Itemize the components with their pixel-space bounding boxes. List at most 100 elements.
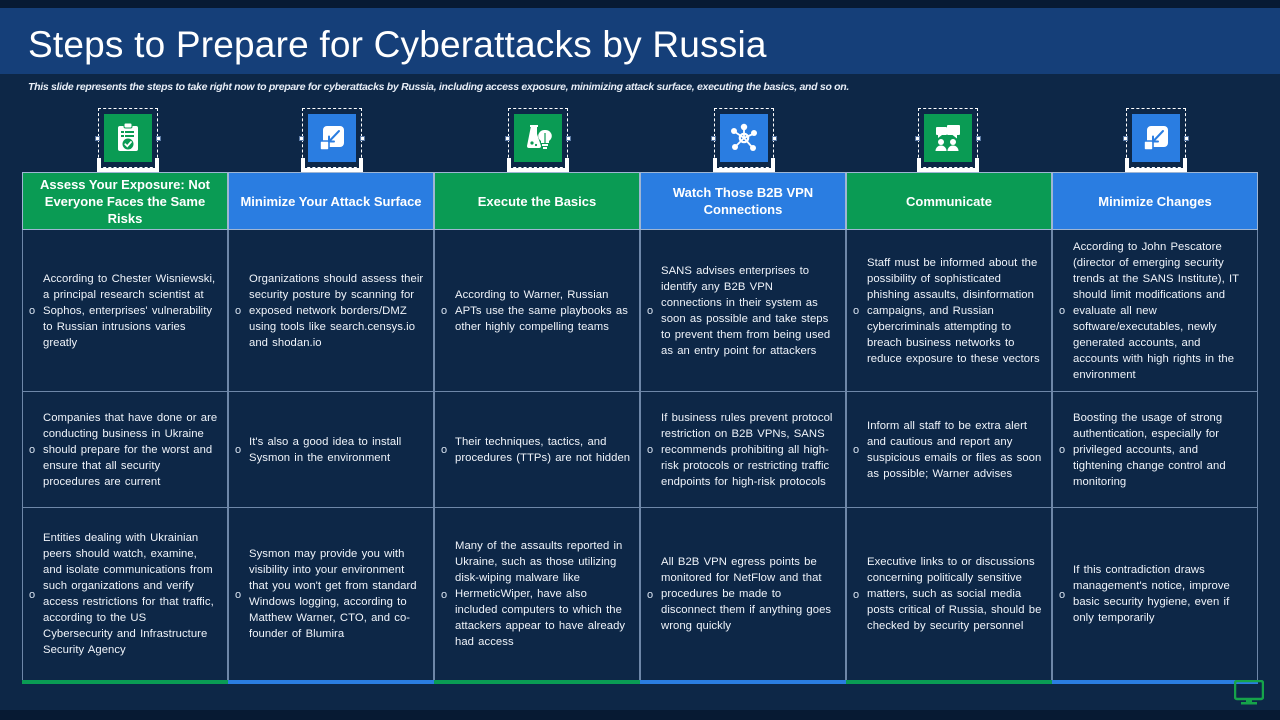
table-cell[interactable]: o Inform all staff to be extra alert and…: [847, 392, 1051, 508]
column-body-5: o Staff must be informed about the possi…: [846, 230, 1052, 680]
selection-bar-bottom: [917, 168, 979, 172]
selection-bar-bottom: [507, 168, 569, 172]
steps-table: Assess Your Exposure: Not Everyone Faces…: [22, 172, 1258, 684]
selection-bar-left: [97, 158, 101, 172]
icon-slot-5[interactable]: [915, 108, 981, 172]
table-cell[interactable]: o All B2B VPN egress points be monitored…: [641, 508, 845, 680]
column-body-1: o According to Chester Wisniewski, a pri…: [22, 230, 228, 680]
bullet-marker: o: [441, 444, 448, 456]
table-cell[interactable]: o SANS advises enterprises to identify a…: [641, 230, 845, 392]
table-cell[interactable]: o It's also a good idea to install Sysmo…: [229, 392, 433, 508]
table-cell[interactable]: o Sysmon may provide you with visibility…: [229, 508, 433, 680]
table-cell[interactable]: o According to John Pescatore (director …: [1053, 230, 1257, 392]
resize-minimize-icon: [308, 114, 356, 162]
column-footer-accent-1: [22, 680, 228, 684]
column-footer-accent-5: [846, 680, 1052, 684]
resize-handle-left[interactable]: [1123, 136, 1128, 141]
slide-title: Steps to Prepare for Cyberattacks by Rus…: [28, 24, 767, 65]
column-header-1[interactable]: Assess Your Exposure: Not Everyone Faces…: [22, 172, 228, 230]
bullet-text: Executive links to or discussions concer…: [867, 556, 1042, 632]
resize-minimize-icon: [1132, 114, 1180, 162]
resize-handle-left[interactable]: [915, 136, 920, 141]
bullet-marker: o: [1059, 588, 1066, 601]
bullet-text: Entities dealing with Ukrainian peers sh…: [43, 532, 214, 656]
clipboard-check-icon: [104, 114, 152, 162]
resize-handle-left[interactable]: [505, 136, 510, 141]
selection-bar-left: [507, 158, 511, 172]
column-footer-accent-6: [1052, 680, 1258, 684]
resize-handle-left[interactable]: [711, 136, 716, 141]
column-header-4[interactable]: Watch Those B2B VPN Connections: [640, 172, 846, 230]
selection-bar-right: [771, 158, 775, 172]
column-footer-accent-2: [228, 680, 434, 684]
selection-bar-bottom: [97, 168, 159, 172]
bottom-accent-strip: [0, 710, 1280, 720]
selection-bar-bottom: [301, 168, 363, 172]
table-cell[interactable]: o Many of the assaults reported in Ukrai…: [435, 508, 639, 680]
bullet-marker: o: [1059, 444, 1066, 456]
column-header-5[interactable]: Communicate: [846, 172, 1052, 230]
bullet-marker: o: [853, 588, 860, 601]
icon-slot-3[interactable]: [505, 108, 571, 172]
selection-bar-right: [1183, 158, 1187, 172]
resize-handle-right[interactable]: [1184, 136, 1189, 141]
column-header-2[interactable]: Minimize Your Attack Surface: [228, 172, 434, 230]
resize-handle-left[interactable]: [299, 136, 304, 141]
bullet-marker: o: [441, 305, 448, 317]
column-body-3: o According to Warner, Russian APTs use …: [434, 230, 640, 680]
resize-handle-right[interactable]: [976, 136, 981, 141]
selection-bar-bottom: [713, 168, 775, 172]
table-cell[interactable]: o According to Chester Wisniewski, a pri…: [23, 230, 227, 392]
table-cell[interactable]: o Executive links to or discussions conc…: [847, 508, 1051, 680]
bullet-marker: o: [853, 444, 860, 456]
bullet-text: According to John Pescatore (director of…: [1073, 240, 1239, 381]
network-nodes-icon: [720, 114, 768, 162]
table-cell[interactable]: o If this contradiction draws management…: [1053, 508, 1257, 680]
table-cell[interactable]: o According to Warner, Russian APTs use …: [435, 230, 639, 392]
bullet-marker: o: [235, 588, 242, 601]
bullet-text: If this contradiction draws management's…: [1073, 564, 1230, 624]
table-cell[interactable]: o Entities dealing with Ukrainian peers …: [23, 508, 227, 680]
table-cell[interactable]: o Staff must be informed about the possi…: [847, 230, 1051, 392]
flask-lightbulb-icon: [514, 114, 562, 162]
bullet-text: All B2B VPN egress points be monitored f…: [661, 556, 832, 632]
bullet-text: According to Chester Wisniewski, a princ…: [43, 272, 216, 349]
selection-bar-left: [917, 158, 921, 172]
bullet-marker: o: [29, 444, 36, 456]
selection-bar-right: [565, 158, 569, 172]
bullet-text: According to Warner, Russian APTs use th…: [455, 288, 628, 333]
icon-slot-2[interactable]: [299, 108, 365, 172]
bullet-marker: o: [647, 444, 654, 456]
selection-bar-bottom: [1125, 168, 1187, 172]
bullet-text: Companies that have done or are conducti…: [43, 411, 218, 488]
resize-handle-right[interactable]: [360, 136, 365, 141]
selection-bar-left: [713, 158, 717, 172]
bullet-marker: o: [647, 588, 654, 601]
bullet-marker: o: [647, 305, 654, 317]
table-cell[interactable]: o Boosting the usage of strong authentic…: [1053, 392, 1257, 508]
table-cell[interactable]: o Organizations should assess their secu…: [229, 230, 433, 392]
column-body-6: o According to John Pescatore (director …: [1052, 230, 1258, 680]
resize-handle-left[interactable]: [95, 136, 100, 141]
icon-slot-4[interactable]: [711, 108, 777, 172]
column-header-3[interactable]: Execute the Basics: [434, 172, 640, 230]
bullet-text: Many of the assaults reported in Ukraine…: [455, 540, 626, 648]
table-cell[interactable]: o If business rules prevent protocol res…: [641, 392, 845, 508]
icon-slot-1[interactable]: [95, 108, 161, 172]
bullet-text: Organizations should assess their securi…: [249, 272, 424, 349]
icon-slot-6[interactable]: [1123, 108, 1189, 172]
resize-handle-right[interactable]: [772, 136, 777, 141]
column-header-6[interactable]: Minimize Changes: [1052, 172, 1258, 230]
selection-bar-right: [155, 158, 159, 172]
table-cell[interactable]: o Companies that have done or are conduc…: [23, 392, 227, 508]
bullet-marker: o: [29, 588, 36, 601]
selection-bar-right: [975, 158, 979, 172]
bullet-text: SANS advises enterprises to identify any…: [661, 264, 831, 357]
table-cell[interactable]: o Their techniques, tactics, and procedu…: [435, 392, 639, 508]
selection-bar-right: [359, 158, 363, 172]
bullet-marker: o: [235, 444, 242, 456]
resize-handle-right[interactable]: [566, 136, 571, 141]
resize-handle-right[interactable]: [156, 136, 161, 141]
selection-bar-left: [1125, 158, 1129, 172]
